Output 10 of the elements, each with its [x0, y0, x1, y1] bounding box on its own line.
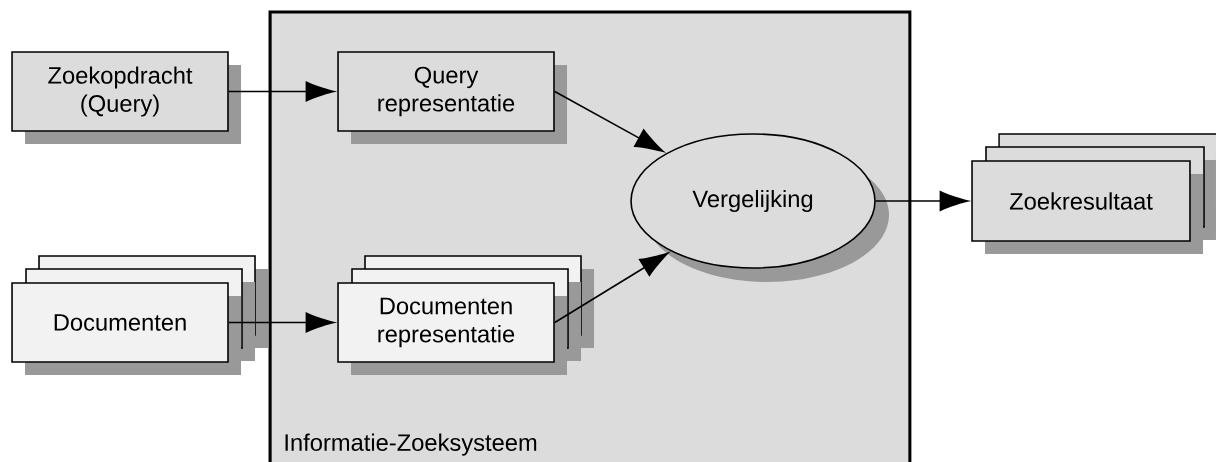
process-box: Query representatie — [337, 51, 567, 144]
document-stack: Documenten — [11, 255, 268, 375]
arrow — [875, 190, 969, 212]
query-box: Zoekopdracht (Query) — [11, 51, 241, 144]
arrow — [554, 90, 664, 153]
document-stack: Documenten representatie — [337, 255, 594, 375]
arrow — [228, 312, 335, 333]
result-stack: Zoekresultaat — [971, 133, 1216, 254]
arrow — [228, 81, 335, 102]
arrow — [554, 252, 669, 324]
